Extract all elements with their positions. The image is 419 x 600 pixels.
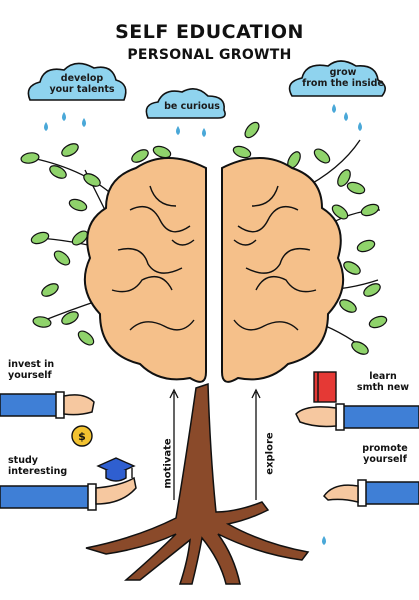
hand-right-bottom <box>323 479 419 507</box>
svg-text:$: $ <box>78 430 86 443</box>
trunk-arrows <box>169 388 261 500</box>
cloud-middle <box>145 88 226 119</box>
label-motivate: motivate <box>162 438 174 489</box>
tree-trunk <box>85 382 310 585</box>
page-title: SELF EDUCATION <box>115 21 304 43</box>
label-explore: explore <box>264 432 276 475</box>
brain-folds <box>111 185 317 331</box>
graduation-cap-icon <box>96 457 136 482</box>
book-icon <box>313 371 337 403</box>
cloud-middle-label: be curious <box>164 101 220 112</box>
cloud-left <box>27 62 127 101</box>
leaves-right <box>232 121 388 355</box>
coin-icon: $ <box>71 425 93 447</box>
hand-left-top <box>0 391 95 419</box>
hand-left-bottom <box>0 476 137 511</box>
leaves-left <box>20 143 172 346</box>
water-drop-icon <box>44 104 362 545</box>
brain <box>83 157 345 383</box>
hand-right-top <box>295 403 419 431</box>
cloud-right <box>288 60 386 97</box>
page-subtitle: PERSONAL GROWTH <box>127 47 292 63</box>
